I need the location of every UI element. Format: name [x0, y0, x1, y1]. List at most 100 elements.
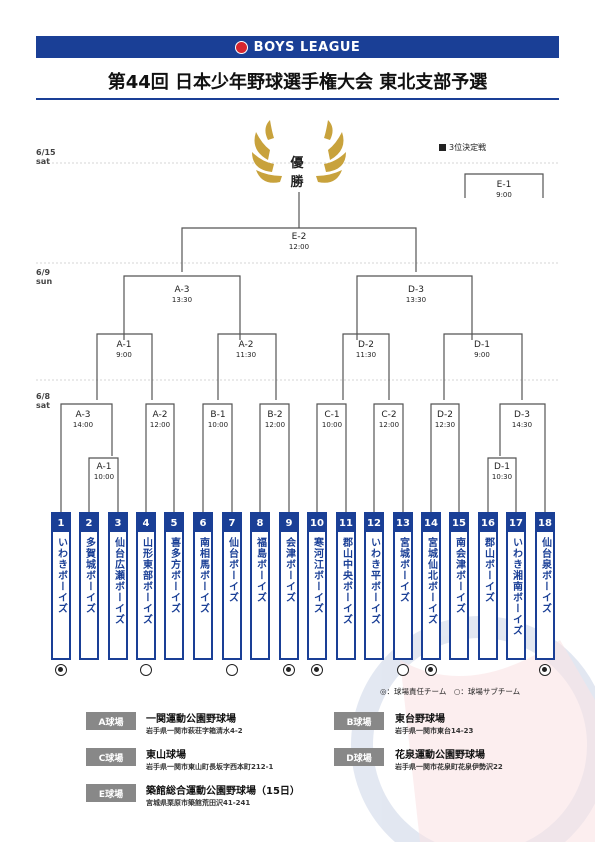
match-name: A-3: [75, 410, 91, 420]
match-time: 9:00: [474, 351, 490, 359]
day-date: 6/15: [36, 148, 56, 157]
day-label-615: 6/15 sat: [36, 148, 56, 166]
team-number: 7: [224, 514, 240, 532]
match-name: A-1: [116, 340, 132, 350]
circle-icon: [226, 664, 238, 676]
team-number: 11: [338, 514, 354, 532]
venue-name: 一関運動公園野球場: [146, 714, 236, 725]
team-name: いわき平ボーイズ: [368, 537, 380, 625]
match-name: B-1: [210, 410, 226, 420]
team-name: 仙台広瀬ボーイズ: [112, 537, 124, 625]
team-number: 8: [252, 514, 268, 532]
day-dow: sun: [36, 277, 53, 286]
champion-label: 優 勝: [290, 156, 308, 190]
venue-address: 岩手県一関市花泉町花泉伊勢沢22: [395, 763, 503, 771]
title-divider: [36, 98, 559, 100]
match-name: E-2: [291, 232, 307, 242]
match-time: 12:00: [264, 421, 286, 429]
team-number: 1: [53, 514, 69, 532]
match-name: D-2: [358, 340, 374, 350]
team-name: 喜多方ボーイズ: [168, 537, 180, 614]
team-number: 3: [110, 514, 126, 532]
venue-name: 東台野球場: [395, 714, 445, 725]
match-time: 10:00: [93, 473, 115, 481]
match-name: C-2: [381, 410, 397, 420]
team-entry: 15 南会津ボーイズ: [449, 512, 469, 660]
team-number: 16: [480, 514, 496, 532]
team-number: 9: [281, 514, 297, 532]
venue-badge: E球場: [86, 784, 136, 802]
match-name: E-1: [496, 180, 512, 190]
double-circle-icon: [311, 664, 323, 676]
team-entry: 12 いわき平ボーイズ: [364, 512, 384, 660]
team-name: 会津ボーイズ: [283, 537, 295, 603]
team-number: 2: [81, 514, 97, 532]
match-name: D-3: [514, 410, 530, 420]
day-label-68: 6/8 sat: [36, 392, 50, 410]
circle-icon: [397, 664, 409, 676]
match-time: 10:00: [207, 421, 229, 429]
team-name: 多賀城ボーイズ: [83, 537, 95, 614]
match-name: C-1: [324, 410, 340, 420]
match-time: 11:30: [355, 351, 377, 359]
venue-name: 築館総合運動公園野球場（15日）: [146, 786, 300, 797]
square-icon: [439, 144, 446, 151]
team-number: 14: [423, 514, 439, 532]
match-time: 14:00: [72, 421, 94, 429]
team-entry: 9 会津ボーイズ: [279, 512, 299, 660]
match-name: D-3: [408, 285, 424, 295]
team-number: 15: [451, 514, 467, 532]
match-time: 9:00: [116, 351, 132, 359]
header-bar: BOYS LEAGUE: [36, 36, 559, 58]
match-time: 10:30: [491, 473, 513, 481]
page-title: 第44回 日本少年野球選手権大会 東北支部予選: [107, 72, 488, 93]
match-name: D-1: [494, 462, 510, 472]
match-name: A-3: [174, 285, 190, 295]
double-circle-icon: [55, 664, 67, 676]
match-name: B-2: [267, 410, 283, 420]
team-entry: 2 多賀城ボーイズ: [79, 512, 99, 660]
team-number: 6: [195, 514, 211, 532]
venue-badge: C球場: [86, 748, 136, 766]
venue-address: 岩手県一関市東山町長坂字西本町212-1: [146, 763, 274, 771]
team-name: 南会津ボーイズ: [453, 537, 465, 614]
team-number: 13: [395, 514, 411, 532]
boys-league-logo-icon: [234, 40, 248, 54]
team-number: 18: [537, 514, 553, 532]
day-dow: sat: [36, 401, 50, 410]
match-name: A-2: [152, 410, 168, 420]
team-name: いわき湘南ボーイズ: [510, 537, 522, 636]
venue-name: 花泉運動公園野球場: [395, 750, 485, 761]
match-time: 9:00: [496, 191, 512, 199]
match-name: D-2: [437, 410, 453, 420]
double-circle-icon: [283, 664, 295, 676]
match-time: 10:00: [321, 421, 343, 429]
team-number: 12: [366, 514, 382, 532]
venue-badge: B球場: [334, 712, 384, 730]
team-entry: 3 仙台広瀬ボーイズ: [108, 512, 128, 660]
team-name: 寒河江ボーイズ: [311, 537, 323, 614]
